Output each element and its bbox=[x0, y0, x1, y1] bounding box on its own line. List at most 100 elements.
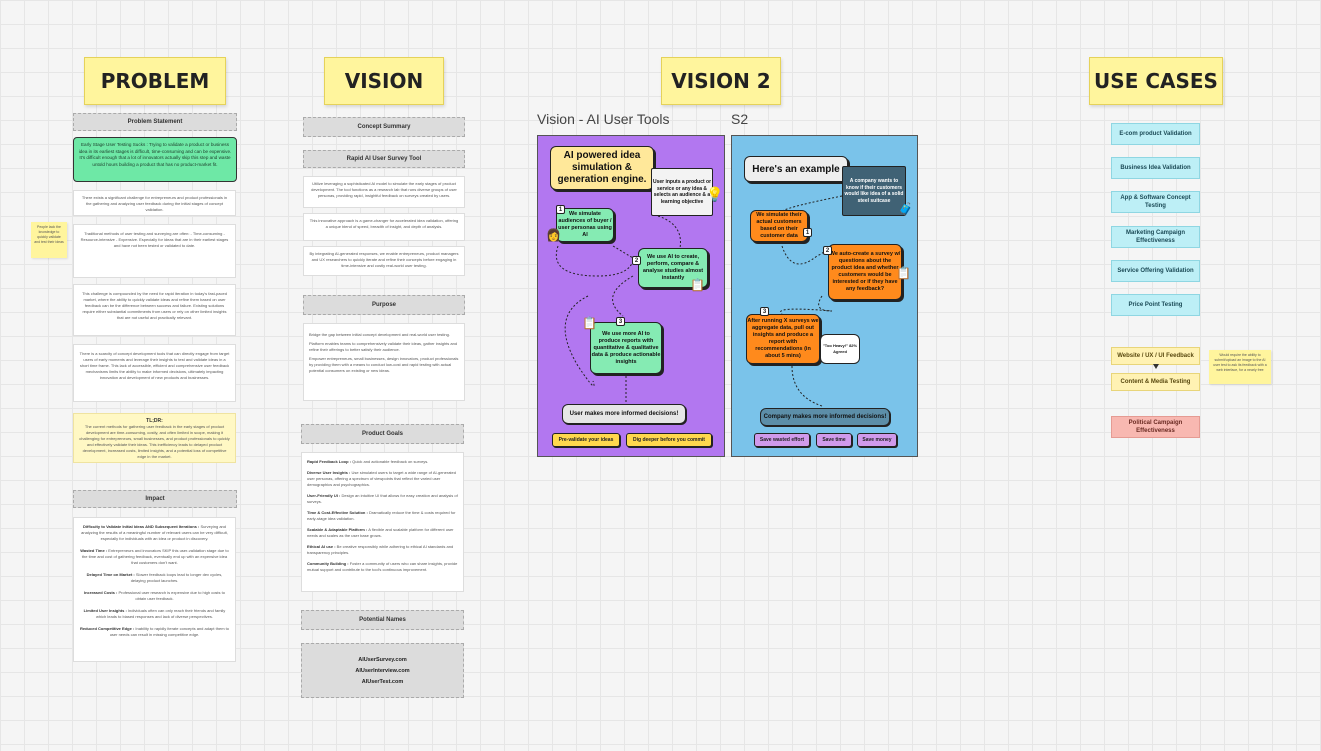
poster2-company: A company wants to know if their custome… bbox=[842, 166, 906, 216]
goal-item: Ethical AI use : Be creative responsibly… bbox=[307, 544, 458, 556]
goal-item-title: Time & Cost-Effective Solution : bbox=[307, 510, 368, 515]
impact-item: Delayed Time on Market : Slower feedback… bbox=[79, 572, 230, 584]
impact-item-title: Delayed Time on Market : bbox=[86, 572, 135, 577]
goal-item: Time & Cost-Effective Solution : Dramati… bbox=[307, 510, 458, 522]
purpose-card[interactable]: Bridge the gap between initial concept d… bbox=[303, 323, 465, 401]
impact-item: Wasted Time : Entrepreneurs and innovato… bbox=[79, 548, 230, 566]
survey-icon: 📋 bbox=[896, 266, 911, 280]
poster2-pill-1: Save wasted effort bbox=[754, 433, 810, 447]
rapid-card-1-text: Utilize leveraging a sophisticated AI mo… bbox=[311, 181, 457, 198]
problem-card-4[interactable]: There is a scarcity of concept developme… bbox=[73, 344, 236, 402]
potential-names-label[interactable]: Potential Names bbox=[301, 610, 464, 630]
poster2-title: Here's an example bbox=[744, 156, 848, 182]
goal-item-text: Foster a community of users who can shar… bbox=[307, 561, 458, 572]
problem-card-4-text: There is a scarcity of concept developme… bbox=[79, 351, 230, 380]
impact-item-text: Entrepreneurs and innovators SKIP this u… bbox=[81, 548, 229, 565]
use-case-content-testing[interactable]: Content & Media Testing bbox=[1111, 373, 1200, 391]
poster1-title: AI powered idea simulation & generation … bbox=[550, 146, 654, 190]
problem-card-2[interactable]: Traditional methods of user testing and … bbox=[73, 224, 236, 278]
impact-item: Increased Costs : Professional user rese… bbox=[79, 590, 230, 602]
use-case-website-feedback[interactable]: Website / UX / UI Feedback bbox=[1111, 347, 1200, 365]
impact-item: Difficulty to Validate Initial Ideas AND… bbox=[79, 524, 230, 542]
rapid-card-1[interactable]: Utilize leveraging a sophisticated AI mo… bbox=[303, 176, 465, 208]
problem-card-1-text: There exists a significant challenge for… bbox=[81, 195, 228, 212]
lightbulb-icon: 💡 bbox=[706, 186, 724, 202]
clipboard-icon: 📋 bbox=[690, 278, 705, 292]
concept-summary-label[interactable]: Concept Summary bbox=[303, 117, 465, 137]
down-arrow-icon bbox=[1153, 364, 1159, 369]
problem-side-sticky[interactable]: People lack the knowledge to quickly val… bbox=[31, 222, 67, 258]
problem-card-3-text: This challenge is compounded by the need… bbox=[82, 291, 227, 320]
problem-card-3[interactable]: This challenge is compounded by the need… bbox=[73, 284, 236, 336]
impact-item-text: Inability to rapidly iterate concepts an… bbox=[109, 626, 229, 637]
use-case-item[interactable]: Price Point Testing bbox=[1111, 294, 1200, 316]
tldr-card[interactable]: TL;DR: The current methods for gathering… bbox=[73, 413, 236, 463]
purpose-text-2: Platform enables teams to comprehensivel… bbox=[309, 341, 458, 352]
use-case-political-campaign[interactable]: Political Campaign Effectiveness bbox=[1111, 416, 1200, 438]
step1-badge: 1 bbox=[556, 205, 565, 214]
problem-header[interactable]: PROBLEM bbox=[84, 57, 226, 105]
use-case-item[interactable]: E-com product Validation bbox=[1111, 123, 1200, 145]
impact-item-title: Reduced Competitive Edge : bbox=[80, 626, 135, 631]
step3-badge: 3 bbox=[616, 317, 625, 326]
use-case-item[interactable]: App & Software Concept Testing bbox=[1111, 191, 1200, 213]
name-option-2: AIUserInterview.com bbox=[355, 667, 410, 674]
impact-label[interactable]: Impact bbox=[73, 490, 237, 508]
impact-item: Reduced Competitive Edge : Inability to … bbox=[79, 626, 230, 638]
poster1-step1: We simulate audiences of buyer / user pe… bbox=[556, 208, 614, 242]
use-case-item[interactable]: Service Offering Validation bbox=[1111, 260, 1200, 282]
poster2-pill-2: Save time bbox=[816, 433, 852, 447]
problem-main-card[interactable]: Early Stage User Testing Sucks : Trying … bbox=[73, 137, 237, 182]
impact-item-text: Slower feedback loops lead to longer dev… bbox=[130, 572, 223, 583]
use-case-item[interactable]: Business Idea Validation bbox=[1111, 157, 1200, 179]
vision2-header[interactable]: VISION 2 bbox=[661, 57, 781, 105]
name-option-3: AIUserTest.com bbox=[361, 678, 404, 685]
product-goals-label[interactable]: Product Goals bbox=[301, 424, 464, 444]
goal-item-text: Be creative responsibly while adhering t… bbox=[307, 544, 454, 555]
goal-item-text: A flexible and scalable platform for dif… bbox=[307, 527, 454, 538]
impact-item-title: Difficulty to Validate Initial Ideas AND… bbox=[82, 524, 200, 529]
rapid-ai-label[interactable]: Rapid AI User Survey Tool bbox=[303, 150, 465, 168]
goal-item-title: Community Building : bbox=[307, 561, 349, 566]
potential-names-box[interactable]: AIUserSurvey.com AIUserInterview.com AIU… bbox=[301, 643, 464, 698]
impact-item: Limited User Insights : Individuals ofte… bbox=[79, 608, 230, 620]
problem-statement-label[interactable]: Problem Statement bbox=[73, 113, 237, 131]
poster2-step3: After running X surveys we aggregate dat… bbox=[746, 314, 820, 364]
impact-item-title: Limited User Insights : bbox=[83, 608, 127, 613]
example-poster[interactable]: Here's an example A company wants to kno… bbox=[731, 135, 918, 457]
impact-item-text: Individuals often can only reach their f… bbox=[96, 608, 226, 619]
poster2-step1-badge: 1 bbox=[803, 228, 812, 237]
poster1-step3: We use more AI to produce reports with q… bbox=[590, 322, 662, 374]
problem-main-text: Early Stage User Testing Sucks : Trying … bbox=[78, 142, 232, 167]
frame-title-s2[interactable]: S2 bbox=[731, 111, 749, 127]
frame-title-vision-ai[interactable]: Vision - AI User Tools bbox=[537, 111, 670, 127]
product-goals-card[interactable]: Rapid Feedback Loop : Quick and actionab… bbox=[301, 452, 464, 592]
suitcase-icon: 🧳 bbox=[898, 202, 913, 216]
step2-badge: 2 bbox=[632, 256, 641, 265]
poster1-step2: We use AI to create, perform, compare & … bbox=[638, 248, 708, 288]
use-case-item[interactable]: Marketing Campaign Effectiveness bbox=[1111, 226, 1200, 248]
poster2-outcome: Company makes more informed decisions! bbox=[760, 408, 890, 426]
vision-ai-poster[interactable]: AI powered idea simulation & generation … bbox=[537, 135, 725, 457]
poster1-input: User inputs a product or service or any … bbox=[651, 168, 713, 216]
poster1-pill-2: Dig deeper before you commit bbox=[626, 433, 712, 447]
goal-item-title: Rapid Feedback Loop : bbox=[307, 459, 352, 464]
problem-card-2-text: Traditional methods of user testing and … bbox=[80, 231, 229, 248]
use-cases-header[interactable]: USE CASES bbox=[1089, 57, 1223, 105]
tldr-title: TL;DR: bbox=[146, 418, 163, 424]
rapid-card-3[interactable]: By integrating AI-generated responses, w… bbox=[303, 246, 465, 276]
poster2-step2: We auto-create a survey w/ questions abo… bbox=[828, 244, 902, 300]
purpose-label[interactable]: Purpose bbox=[303, 295, 465, 315]
use-case-side-sticky[interactable]: Would require the ability to submit/uplo… bbox=[1209, 350, 1271, 384]
rapid-card-2[interactable]: This innovative approach is a game-chang… bbox=[303, 213, 465, 241]
impact-card[interactable]: Difficulty to Validate Initial Ideas AND… bbox=[73, 517, 236, 662]
poster2-step2-badge: 2 bbox=[823, 246, 832, 255]
goal-item: Scalable & Adaptable Platform : A flexib… bbox=[307, 527, 458, 539]
vision-header[interactable]: VISION bbox=[324, 57, 444, 105]
poster1-outcome: User makes more informed decisions! bbox=[562, 404, 686, 424]
problem-card-1[interactable]: There exists a significant challenge for… bbox=[73, 190, 236, 216]
rapid-card-2-text: This innovative approach is a game-chang… bbox=[309, 218, 459, 229]
goal-item-text: Design an intuitive UI that allows for e… bbox=[307, 493, 458, 504]
impact-item-title: Increased Costs : bbox=[84, 590, 118, 595]
goal-item-title: Scalable & Adaptable Platform : bbox=[307, 527, 368, 532]
